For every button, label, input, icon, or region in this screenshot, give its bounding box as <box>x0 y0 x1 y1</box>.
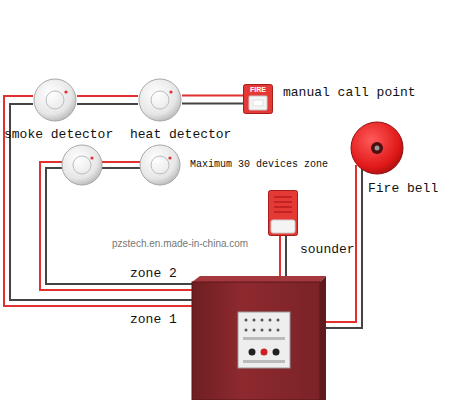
device-label: manual call point <box>283 85 416 100</box>
annotation-label: Maximum 30 devices zone <box>190 159 328 171</box>
zone-wire <box>77 96 138 104</box>
device-label: heat detector <box>130 127 231 142</box>
annotation-label: zone 2 <box>130 266 177 282</box>
bell-device: Fire bell <box>350 121 404 175</box>
det-icon <box>33 78 77 122</box>
mcp-device: FIREmanual call point <box>243 84 273 114</box>
sounder-wire <box>280 236 286 282</box>
control-panel <box>192 276 326 400</box>
det-device: heat detector <box>138 78 182 122</box>
device-label: Fire bell <box>368 181 438 196</box>
annotation-label: zone 1 <box>130 312 177 328</box>
zone-wire <box>182 96 243 104</box>
det-icon <box>138 78 182 122</box>
smoke-detector-icon <box>62 145 102 185</box>
device-label: smoke detector <box>4 127 113 142</box>
device-label: sounder <box>300 242 355 257</box>
sounder-device: sounder <box>268 190 298 236</box>
watermark: pzstech.en.made-in-china.com <box>112 238 248 250</box>
device-marking: FIRE <box>243 86 273 94</box>
bell-icon <box>350 121 404 175</box>
smoke-detector-icon <box>140 145 180 185</box>
sounder-icon <box>268 190 298 236</box>
det-device: smoke detector <box>33 78 77 122</box>
